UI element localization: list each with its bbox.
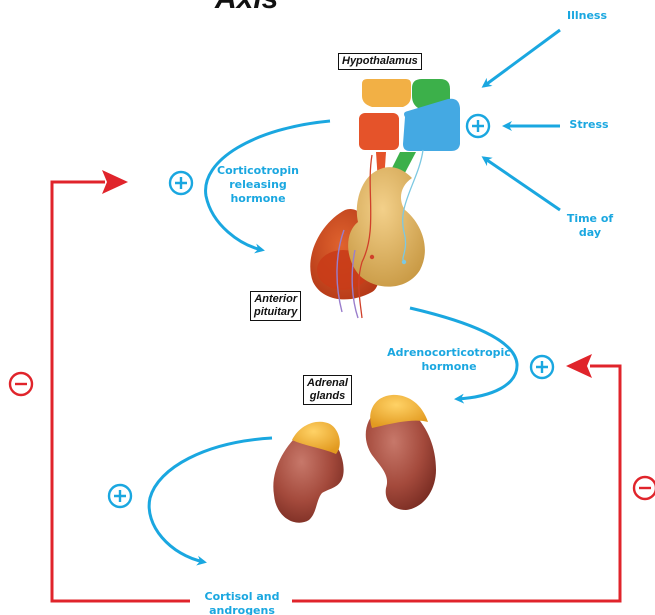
hypothalamus-label: Hypothalamus bbox=[338, 53, 422, 70]
illness-arrow bbox=[484, 30, 560, 86]
plus-circle-cortisol bbox=[109, 485, 131, 507]
plus-circle-stress bbox=[467, 115, 489, 137]
cortisol-label: Cortisol and androgens bbox=[196, 590, 288, 615]
time-of-day-label: Time of day bbox=[560, 212, 620, 240]
illness-label: Illness bbox=[565, 9, 609, 23]
time-of-day-label-line2: day bbox=[560, 226, 620, 240]
stress-label: Stress bbox=[567, 118, 611, 132]
acth-label-line2: hormone bbox=[385, 360, 513, 374]
adrenal-glands-label: Adrenal glands bbox=[303, 375, 352, 405]
anterior-pituitary-label-line2: pituitary bbox=[254, 306, 297, 319]
negative-feedback-loop-left bbox=[52, 170, 190, 601]
time-of-day-arrow bbox=[484, 158, 560, 210]
adrenal-glands-label-line2: glands bbox=[307, 390, 348, 403]
acth-label: Adrenocorticotropic hormone bbox=[385, 346, 513, 374]
minus-circle-right bbox=[634, 477, 655, 499]
anterior-pituitary-label-line1: Anterior bbox=[254, 293, 297, 306]
plus-circle-crh bbox=[170, 172, 192, 194]
diagram-title: Axis bbox=[215, 0, 278, 16]
crh-label-line2: releasing bbox=[212, 178, 304, 192]
anterior-pituitary-label: Anterior pituitary bbox=[250, 291, 301, 321]
crh-label-line1: Corticotropin bbox=[212, 164, 304, 178]
acth-label-line1: Adrenocorticotropic bbox=[385, 346, 513, 360]
crh-label: Corticotropin releasing hormone bbox=[212, 164, 304, 206]
plus-circle-acth bbox=[531, 356, 553, 378]
pituitary-illustration bbox=[310, 150, 425, 318]
minus-circle-left bbox=[10, 373, 32, 395]
hypothalamus-illustration bbox=[359, 79, 460, 186]
cortisol-label-line1: Cortisol and bbox=[196, 590, 288, 604]
cortisol-label-line2: androgens bbox=[196, 604, 288, 615]
time-of-day-label-line1: Time of bbox=[560, 212, 620, 226]
adrenal-glands-illustration bbox=[273, 395, 436, 523]
crh-label-line3: hormone bbox=[212, 192, 304, 206]
adrenal-glands-label-line1: Adrenal bbox=[307, 377, 348, 390]
cortisol-curve-arrow bbox=[149, 438, 272, 562]
